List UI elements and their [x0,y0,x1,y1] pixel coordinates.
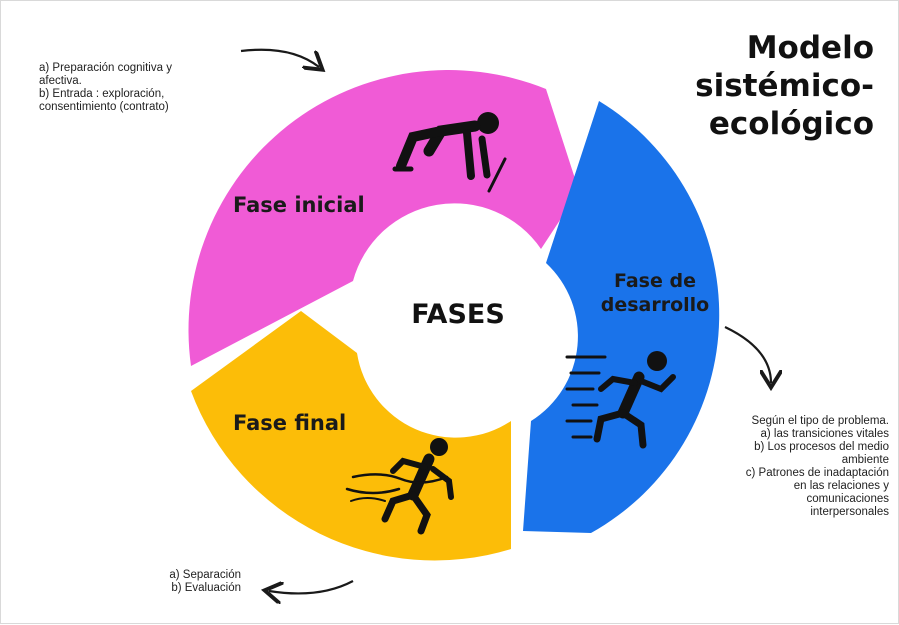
center-circle [351,221,547,417]
note-fase-inicial: a) Preparación cognitiva y afectiva. b) … [39,62,239,114]
phase-label-final: Fase final [233,411,347,435]
segment-fase-final [191,311,511,561]
note-line: a) las transiciones vitales [760,428,889,440]
note-line: interpersonales [810,506,889,518]
phase-label-desarrollo: Fase de desarrollo [599,269,711,317]
segment-fase-desarrollo [523,101,720,533]
note-line: a) Separación [169,569,241,581]
diagram-title: Modelo sistémico- ecológico [634,29,874,143]
note-line: c) Patrones de inadaptación [745,467,889,479]
note-line: afectiva. [39,75,82,87]
title-line: sistémico- [695,68,874,104]
title-line: ecológico [708,106,874,142]
center-label: FASES [411,299,505,330]
note-line: en las relaciones y [793,480,889,492]
sprinter-start-icon [392,112,507,193]
note-fase-desarrollo: Según el tipo de problema. a) las transi… [691,415,889,519]
title-line: Modelo [746,30,874,66]
note-line: a) Preparación cognitiva y [39,62,172,74]
note-line: b) Los procesos del medio [754,441,889,453]
phase-label-inicial: Fase inicial [233,193,365,217]
arrow-fase-inicial [240,48,319,67]
note-line: comunicaciones [806,493,889,505]
note-line: ambiente [841,454,889,466]
arrow-fase-final [269,580,354,593]
note-line: b) Entrada : exploración, [39,88,165,100]
finish-line-runner-icon [345,438,454,535]
note-line: consentimiento (contrato) [39,101,169,113]
phase-label-line: desarrollo [600,294,710,316]
note-fase-final: a) Separación b) Evaluación [121,569,241,595]
phase-label-line: Fase de [614,270,696,292]
note-line: b) Evaluación [171,582,241,594]
running-person-icon [565,351,676,449]
arrow-fase-desarrollo [724,326,771,383]
note-line: Según el tipo de problema. [751,415,889,427]
